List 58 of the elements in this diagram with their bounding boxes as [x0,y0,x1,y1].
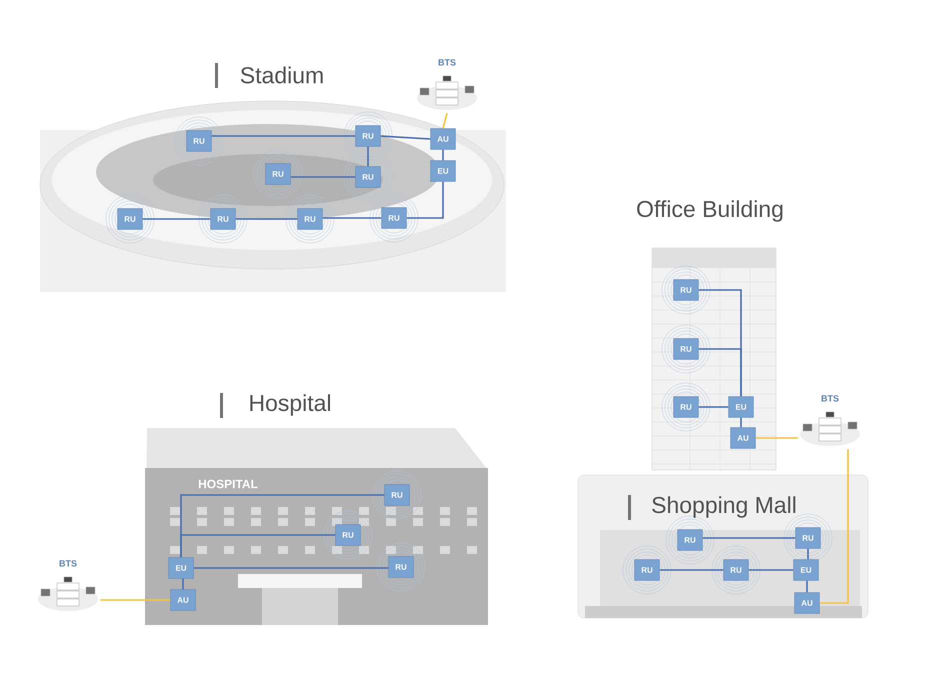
base-station: BTS [60,560,77,567]
unit-box: RU [384,484,410,506]
cable-line [322,217,382,219]
unit-box: RU [335,524,361,546]
cable-line [180,534,336,558]
cable-line [806,580,808,592]
unit-box: RU [210,208,236,230]
cable-line [290,176,356,178]
unit-box: RU [297,208,323,230]
cable-line [142,218,210,220]
unit-box: RU [355,125,381,147]
cable-line [236,218,298,220]
cable-line [182,578,184,590]
cable-line [748,569,794,571]
unit-box: RU [186,130,212,152]
unit-box: EU [793,559,819,581]
cable-line [698,406,728,408]
cable-line [660,569,724,571]
cable-line [442,150,444,160]
unit-box: EU [168,557,194,579]
section-title: Hospital [250,394,330,416]
building-sign: HOSPITAL [198,480,258,488]
unit-box: AU [794,592,820,614]
unit-box: RU [381,207,407,229]
cable-line [807,548,809,560]
unit-box: RU [723,559,749,581]
unit-box: RU [795,527,821,549]
cable-line [406,182,444,219]
unit-box: AU [170,589,196,611]
unit-box: RU [673,338,699,360]
cable-line [442,113,448,128]
unit-box: RU [117,208,143,230]
unit-box: RU [673,279,699,301]
unit-box: EU [728,396,754,418]
unit-box: EU [430,160,456,182]
unit-box: RU [265,163,291,185]
unit-box: RU [388,556,414,578]
unit-box: RU [677,529,703,551]
unit-box: RU [673,396,699,418]
cable-line [367,146,369,166]
base-station: BTS [438,59,456,66]
cable-line [756,437,798,439]
unit-box: RU [634,559,660,581]
unit-box: AU [430,128,456,150]
section-title: Office Building [637,200,782,222]
cable-line [740,418,742,428]
base-station: BTS [822,395,839,402]
cable-line [194,567,388,569]
cable-line [702,537,796,539]
cable-line [698,348,742,396]
unit-box: RU [355,166,381,188]
section-title: Shopping Mall [652,496,796,518]
unit-box: AU [730,427,756,449]
cable-line [380,135,430,140]
cable-line [820,449,849,604]
section-title: Stadium [240,66,323,84]
cable-line [212,135,356,137]
cable-line [100,599,170,601]
